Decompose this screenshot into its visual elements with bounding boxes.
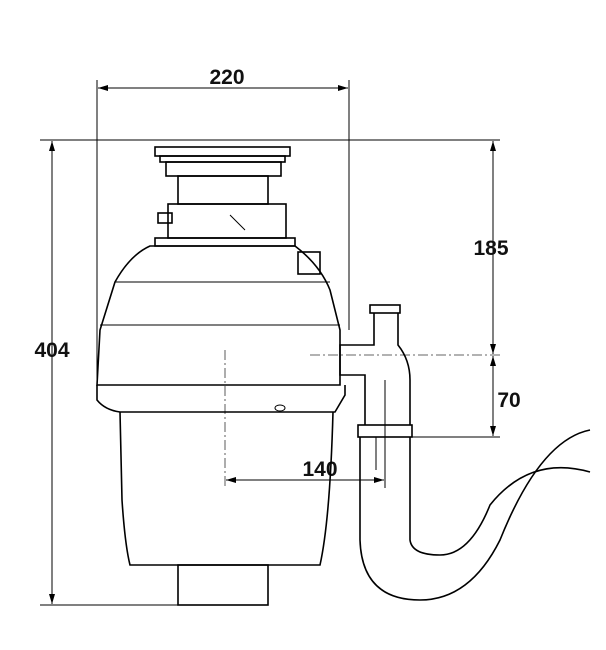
dim-label-220: 220 bbox=[209, 66, 244, 89]
dim-label-70: 70 bbox=[497, 389, 520, 412]
drain-trap bbox=[339, 304, 591, 601]
dim-label-185: 185 bbox=[473, 237, 508, 260]
dim-label-140: 140 bbox=[302, 458, 337, 481]
disposer-unit bbox=[96, 146, 346, 606]
dim-label-404: 404 bbox=[34, 339, 69, 362]
extension-lines bbox=[40, 80, 500, 606]
